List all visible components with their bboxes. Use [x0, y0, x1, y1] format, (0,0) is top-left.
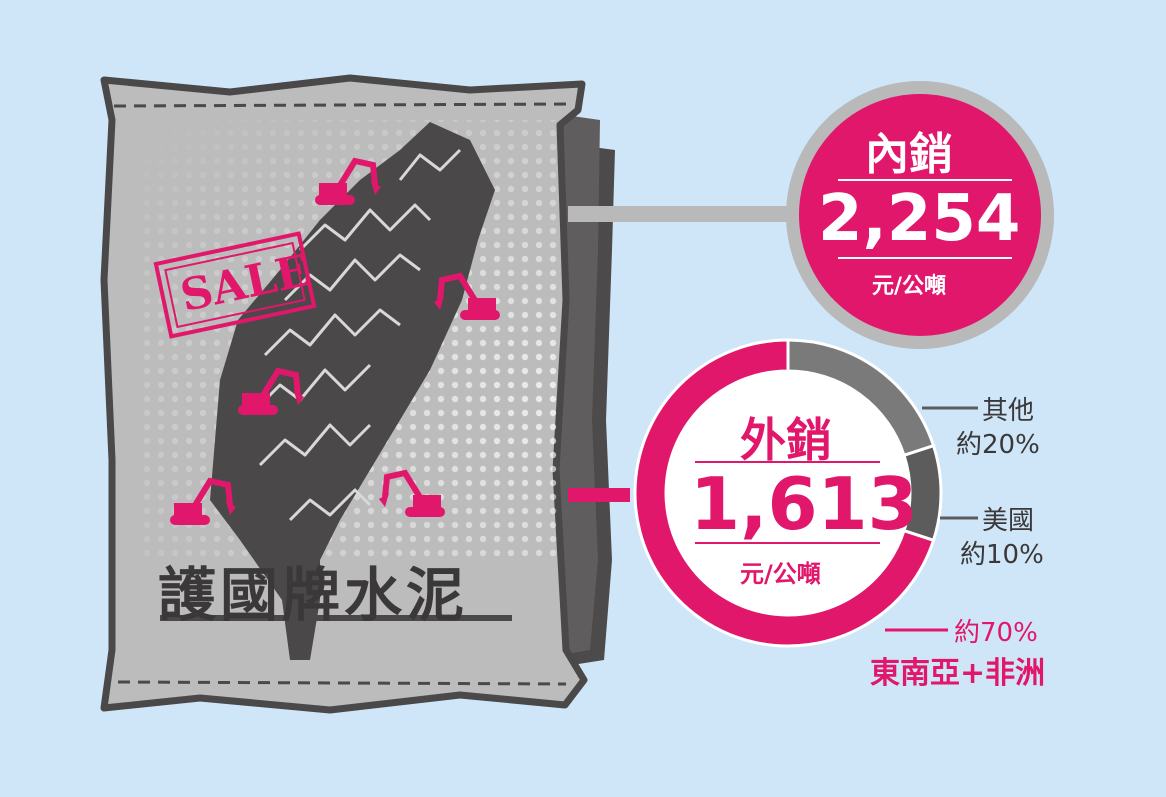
domestic-unit: 元/公噸 [872, 274, 947, 299]
bag-title: 護國牌水泥 [158, 561, 469, 629]
other-region: 其他 [982, 396, 1035, 426]
export-inner-circle [666, 371, 910, 615]
sea-region: 東南亞+非洲 [870, 656, 1046, 691]
domestic-label: 內銷 [865, 129, 953, 180]
domestic-circle [786, 81, 1054, 349]
domestic-connector [568, 206, 790, 222]
export-unit: 元/公噸 [740, 560, 821, 588]
taiwan-map-icon [210, 122, 495, 660]
domestic-price: 2,254 [818, 182, 1021, 256]
sea-share: 約70% [954, 618, 1038, 648]
export-connector [568, 488, 630, 502]
usa-share: 約10% [960, 540, 1044, 570]
usa-region: 美國 [982, 506, 1035, 536]
export-label: 外銷 [740, 413, 832, 467]
sale-stamp [153, 231, 317, 339]
other-share: 約20% [956, 430, 1040, 460]
export-price: 1,613 [690, 462, 918, 546]
